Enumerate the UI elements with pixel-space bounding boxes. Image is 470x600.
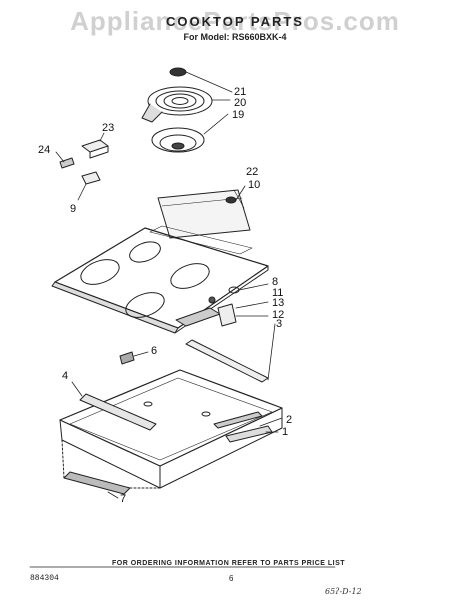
callout-9: 9: [70, 203, 77, 215]
burner-box-assembly: [59, 369, 283, 499]
callout-1: 1: [282, 426, 289, 438]
callout-10: 10: [248, 179, 261, 191]
handwritten-mark: 65ʔ-D-12: [325, 587, 362, 596]
callout-12: 12: [272, 309, 285, 321]
cooktop-top: [51, 225, 269, 334]
terminal-block-assembly: [55, 132, 109, 201]
callout-24: 24: [38, 144, 51, 156]
small-fastener-part: [119, 351, 149, 365]
watermark: AppliancePartsPros.com: [70, 6, 400, 36]
control-panel-trim: [157, 185, 251, 239]
page-title: COOKTOP PARTS: [166, 14, 304, 29]
callout-4: 4: [62, 370, 69, 382]
callout-2: 2: [286, 414, 293, 426]
callout-23: 23: [102, 122, 115, 134]
callout-22: 22: [246, 166, 259, 178]
switch-bracket-parts: [175, 283, 269, 327]
surface-element-assembly: [141, 67, 233, 153]
callout-11: 11: [272, 287, 284, 299]
callout-21: 21: [234, 86, 247, 98]
callout-7: 7: [120, 493, 127, 505]
callout-6: 6: [151, 345, 158, 357]
document-number: 884304: [30, 574, 59, 583]
rear-bracket: [185, 323, 276, 383]
callout-19: 19: [232, 109, 245, 121]
ordering-note: FOR ORDERING INFORMATION REFER TO PARTS …: [112, 560, 346, 567]
model-subtitle: For Model: RS660BXK-4: [183, 32, 287, 42]
callout-3: 3: [276, 318, 283, 330]
callout-13: 13: [272, 297, 285, 309]
page-number: 6: [229, 574, 234, 583]
callout-8: 8: [272, 276, 279, 288]
callout-20: 20: [234, 97, 247, 109]
